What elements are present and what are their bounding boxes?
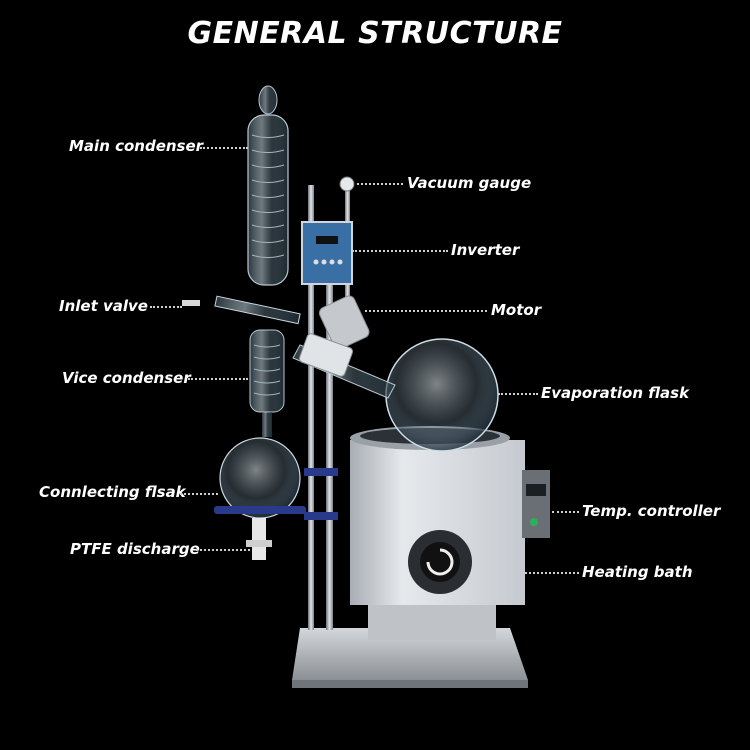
motor-joint bbox=[298, 333, 354, 377]
leader-vacuum-gauge bbox=[357, 183, 403, 185]
heating-bath-knob bbox=[420, 542, 460, 582]
base-plate-edge bbox=[292, 680, 528, 688]
ptfe-discharge-valve bbox=[252, 518, 266, 560]
label-inlet-valve: Inlet valve bbox=[59, 297, 148, 315]
main-condenser-coil bbox=[251, 134, 285, 258]
leader-motor bbox=[365, 310, 487, 312]
vacuum-gauge-dial bbox=[339, 176, 355, 192]
heating-bath-foot bbox=[368, 605, 496, 640]
knob-symbol bbox=[426, 548, 454, 576]
collecting-neck bbox=[262, 412, 272, 437]
leader-collecting-flask bbox=[180, 493, 218, 495]
leader-inverter bbox=[352, 250, 448, 252]
label-temp-controller: Temp. controller bbox=[582, 502, 721, 520]
inverter-box bbox=[301, 221, 353, 285]
main-condenser-glass bbox=[247, 114, 289, 286]
temp-display bbox=[526, 484, 546, 496]
leader-vice-condenser bbox=[188, 378, 248, 380]
leader-inlet-valve bbox=[150, 306, 182, 308]
temp-controller-box bbox=[522, 470, 550, 538]
label-vice-condenser: Vice condenser bbox=[62, 369, 191, 387]
motor-housing bbox=[318, 295, 370, 350]
vice-condenser-coil bbox=[253, 344, 281, 396]
inverter-display bbox=[316, 236, 338, 244]
pole-clamp-1 bbox=[304, 468, 338, 476]
temp-controller-light bbox=[530, 518, 538, 526]
label-vacuum-gauge: Vacuum gauge bbox=[407, 174, 532, 192]
ptfe-handle bbox=[246, 540, 272, 547]
leader-ptfe-discharge bbox=[196, 549, 250, 551]
leader-main-condenser bbox=[200, 147, 248, 149]
label-inverter: Inverter bbox=[451, 241, 520, 259]
support-pole-right bbox=[326, 230, 333, 630]
label-collecting-flask: Connlecting flsak bbox=[39, 483, 186, 501]
base-plate bbox=[292, 628, 528, 680]
label-ptfe-discharge: PTFE discharge bbox=[70, 540, 200, 558]
inlet-valve-tap bbox=[182, 300, 200, 306]
label-main-condenser: Main condenser bbox=[69, 137, 204, 155]
leader-heating-bath bbox=[525, 572, 579, 574]
condenser-top-stopper bbox=[258, 85, 278, 115]
page-title: GENERAL STRUCTURE bbox=[187, 16, 563, 51]
collecting-flask-clamp bbox=[214, 506, 306, 514]
inlet-tube bbox=[214, 295, 301, 325]
evaporation-flask-glass bbox=[385, 338, 499, 452]
leader-temp-controller bbox=[552, 511, 579, 513]
label-evaporation-flask: Evaporation flask bbox=[541, 384, 690, 402]
pole-clamp-2 bbox=[304, 512, 338, 520]
label-heating-bath: Heating bath bbox=[582, 563, 693, 581]
label-motor: Motor bbox=[491, 301, 542, 319]
leader-evaporation-flask bbox=[498, 393, 538, 395]
support-pole-left bbox=[308, 185, 314, 630]
